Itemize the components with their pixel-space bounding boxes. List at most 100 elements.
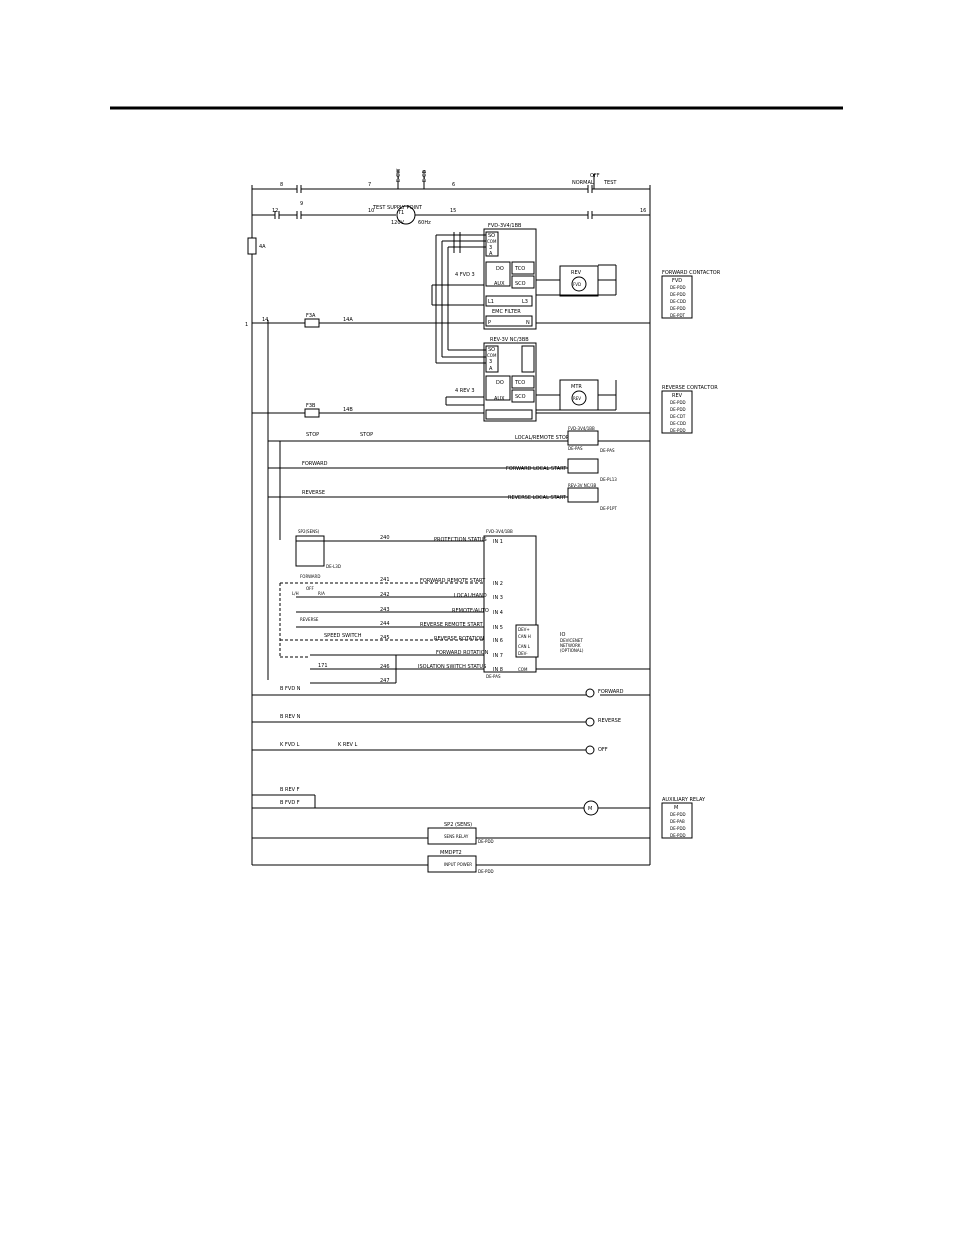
legend-forward-row-2: DE-PDD xyxy=(670,292,686,297)
fvd-term-l3: L3 xyxy=(522,299,528,305)
wire-10: 10 xyxy=(368,208,374,214)
wire-7: 7 xyxy=(368,182,371,188)
sp2-sens-lower-label: SP2 (SENS) xyxy=(444,822,472,828)
fwd-l-label: K FVD L xyxy=(280,742,300,748)
off-label: OFF xyxy=(306,586,314,591)
fvd-term-aux: AUX xyxy=(494,281,505,287)
wire-247: 247 xyxy=(380,678,390,684)
fvd-module xyxy=(431,228,617,363)
switch-off-label: OFF xyxy=(590,173,600,179)
sp2-sens-label: SP2(SENS) xyxy=(298,529,320,534)
emc-filter-label: EMC FILTER xyxy=(492,309,521,315)
legend-reverse-head: REV xyxy=(672,393,683,399)
off-lamp-label: OFF xyxy=(598,747,608,753)
fuse-4a-label: 4A xyxy=(259,244,266,250)
rev-term-3: 3 xyxy=(489,359,492,365)
reverse-remote-label: REVERSE xyxy=(300,617,319,622)
plc-block xyxy=(279,535,650,684)
fuse-f3b-label: F3B xyxy=(306,403,316,409)
in-7-label: IN 7 xyxy=(493,653,503,659)
rev-box-label: REV-3V NC/3B xyxy=(568,483,596,488)
legend-reverse-row-2: DE-PDD xyxy=(670,407,686,412)
legend-aux-head: M xyxy=(674,805,678,811)
frequency-60hz-label: 60Hz xyxy=(418,220,431,226)
wire-12: 12 xyxy=(272,208,278,214)
lower-rows xyxy=(252,688,650,873)
fvd-term-l1: L1 xyxy=(488,299,494,305)
forward-rotation-label: FORWARD ROTATION xyxy=(436,650,489,656)
ref-de-pas-2: DE-PAS xyxy=(600,448,615,453)
protection-status-label: PROTECTION STATUS xyxy=(434,537,487,543)
dev-minus-label: DEV- xyxy=(518,651,528,656)
input-power-label: INPUT POWER xyxy=(444,862,472,867)
wire-171: 171 xyxy=(318,663,328,669)
rev-term-com: COM xyxy=(487,353,497,358)
forward-label: FORWARD xyxy=(302,461,328,467)
fwd-n-label: B FVD N xyxy=(280,686,301,692)
io-devicenet-label: DEVICENET xyxy=(560,638,583,643)
legend-forward-row-4: DE-PDD xyxy=(670,306,686,311)
voltage-120v-label: 120V xyxy=(391,220,405,226)
in-5-label: IN 5 xyxy=(493,625,503,631)
in-4-label: IN 4 xyxy=(493,610,503,616)
legend-forward-row-3: DE-CDD xyxy=(670,299,686,304)
lh-label: L/H xyxy=(292,591,299,596)
io-optional-label: (OPTIONAL) xyxy=(560,648,584,653)
transformer-t1-label: T1 xyxy=(397,210,404,216)
forward-remote-start-label: FORWARD REMOTE START xyxy=(420,578,486,584)
sens-relay-label: SENS RELAY xyxy=(444,834,469,839)
rev-motor-label: MTR xyxy=(571,384,582,390)
fvd-term-com: COM xyxy=(487,239,497,244)
motor-code-label: M xyxy=(588,806,592,812)
legend-aux-title: AUXILIARY RELAY xyxy=(662,797,706,803)
terminal-e-cb: E-CB xyxy=(422,170,428,182)
local-hand-label: LOCAL/HAND xyxy=(454,593,487,599)
legend-reverse xyxy=(661,390,693,434)
fvd-motor-label: REV xyxy=(571,270,582,276)
wire-16: 16 xyxy=(640,208,646,214)
legend-forward-head: FVD xyxy=(672,278,682,284)
legend-reverse-row-3: DE-CDT xyxy=(670,414,686,419)
wire-244: 244 xyxy=(380,621,390,627)
fvd-term-do: DO xyxy=(496,266,504,272)
ref-de-pl13: DE-PL13 xyxy=(600,477,617,482)
rev-f-label: B REV F xyxy=(280,787,300,793)
wire-14-left: 14 xyxy=(262,317,268,323)
legend-forward xyxy=(661,275,693,319)
lower-ref-1: DE-PDD xyxy=(478,839,494,844)
fvd-term-3: 3 xyxy=(489,245,492,251)
control-rows xyxy=(268,430,650,540)
in-1-label: IN 1 xyxy=(493,539,503,545)
can-h-label: CAN H xyxy=(518,634,531,639)
rev-term-a: A xyxy=(489,366,493,372)
wire-245: 245 xyxy=(380,635,390,641)
wire-14b: 14B xyxy=(343,407,353,413)
wire-1-left: 1 xyxy=(245,322,248,328)
wire-8: 8 xyxy=(280,182,283,188)
in-2-label: IN 2 xyxy=(493,581,503,587)
rev-n-label: B REV N xyxy=(280,714,301,720)
dev-plus-label: DEV+ xyxy=(518,627,530,632)
fuse-row-2 xyxy=(252,408,650,418)
legend-reverse-row-1: DE-PDD xyxy=(670,400,686,405)
fvd-term-n: N xyxy=(526,320,530,326)
in-3-label: IN 3 xyxy=(493,595,503,601)
stop-label-2: STOP xyxy=(360,432,373,438)
reverse-rotation-label: REVERSE ROTATION xyxy=(434,636,484,642)
fvd-module-title: FVD-3V4/1BB xyxy=(488,223,522,229)
wire-243: 243 xyxy=(380,607,390,613)
ra-label: R/A xyxy=(318,591,325,596)
can-l-label: CAN L xyxy=(518,644,531,649)
legend-reverse-row-4: DE-CDD xyxy=(670,421,686,426)
io-network-label: NETWORK xyxy=(560,643,581,648)
legend-reverse-title: REVERSE CONTACTOR xyxy=(662,385,718,391)
wire-9: 9 xyxy=(300,201,303,207)
remote-auto-label: REMOTE/AUTO xyxy=(452,608,489,614)
wire-14a: 14A xyxy=(343,317,353,323)
isolation-switch-status-label: ISOLATION SWITCH STATUS xyxy=(418,664,486,670)
rev-module-title: REV-3V NC/3BB xyxy=(490,337,529,343)
rev-term-do: DO xyxy=(496,380,504,386)
legend-forward-title: FORWARD CONTACTOR xyxy=(662,270,721,276)
reverse-lamp-label: REVERSE xyxy=(598,718,621,724)
